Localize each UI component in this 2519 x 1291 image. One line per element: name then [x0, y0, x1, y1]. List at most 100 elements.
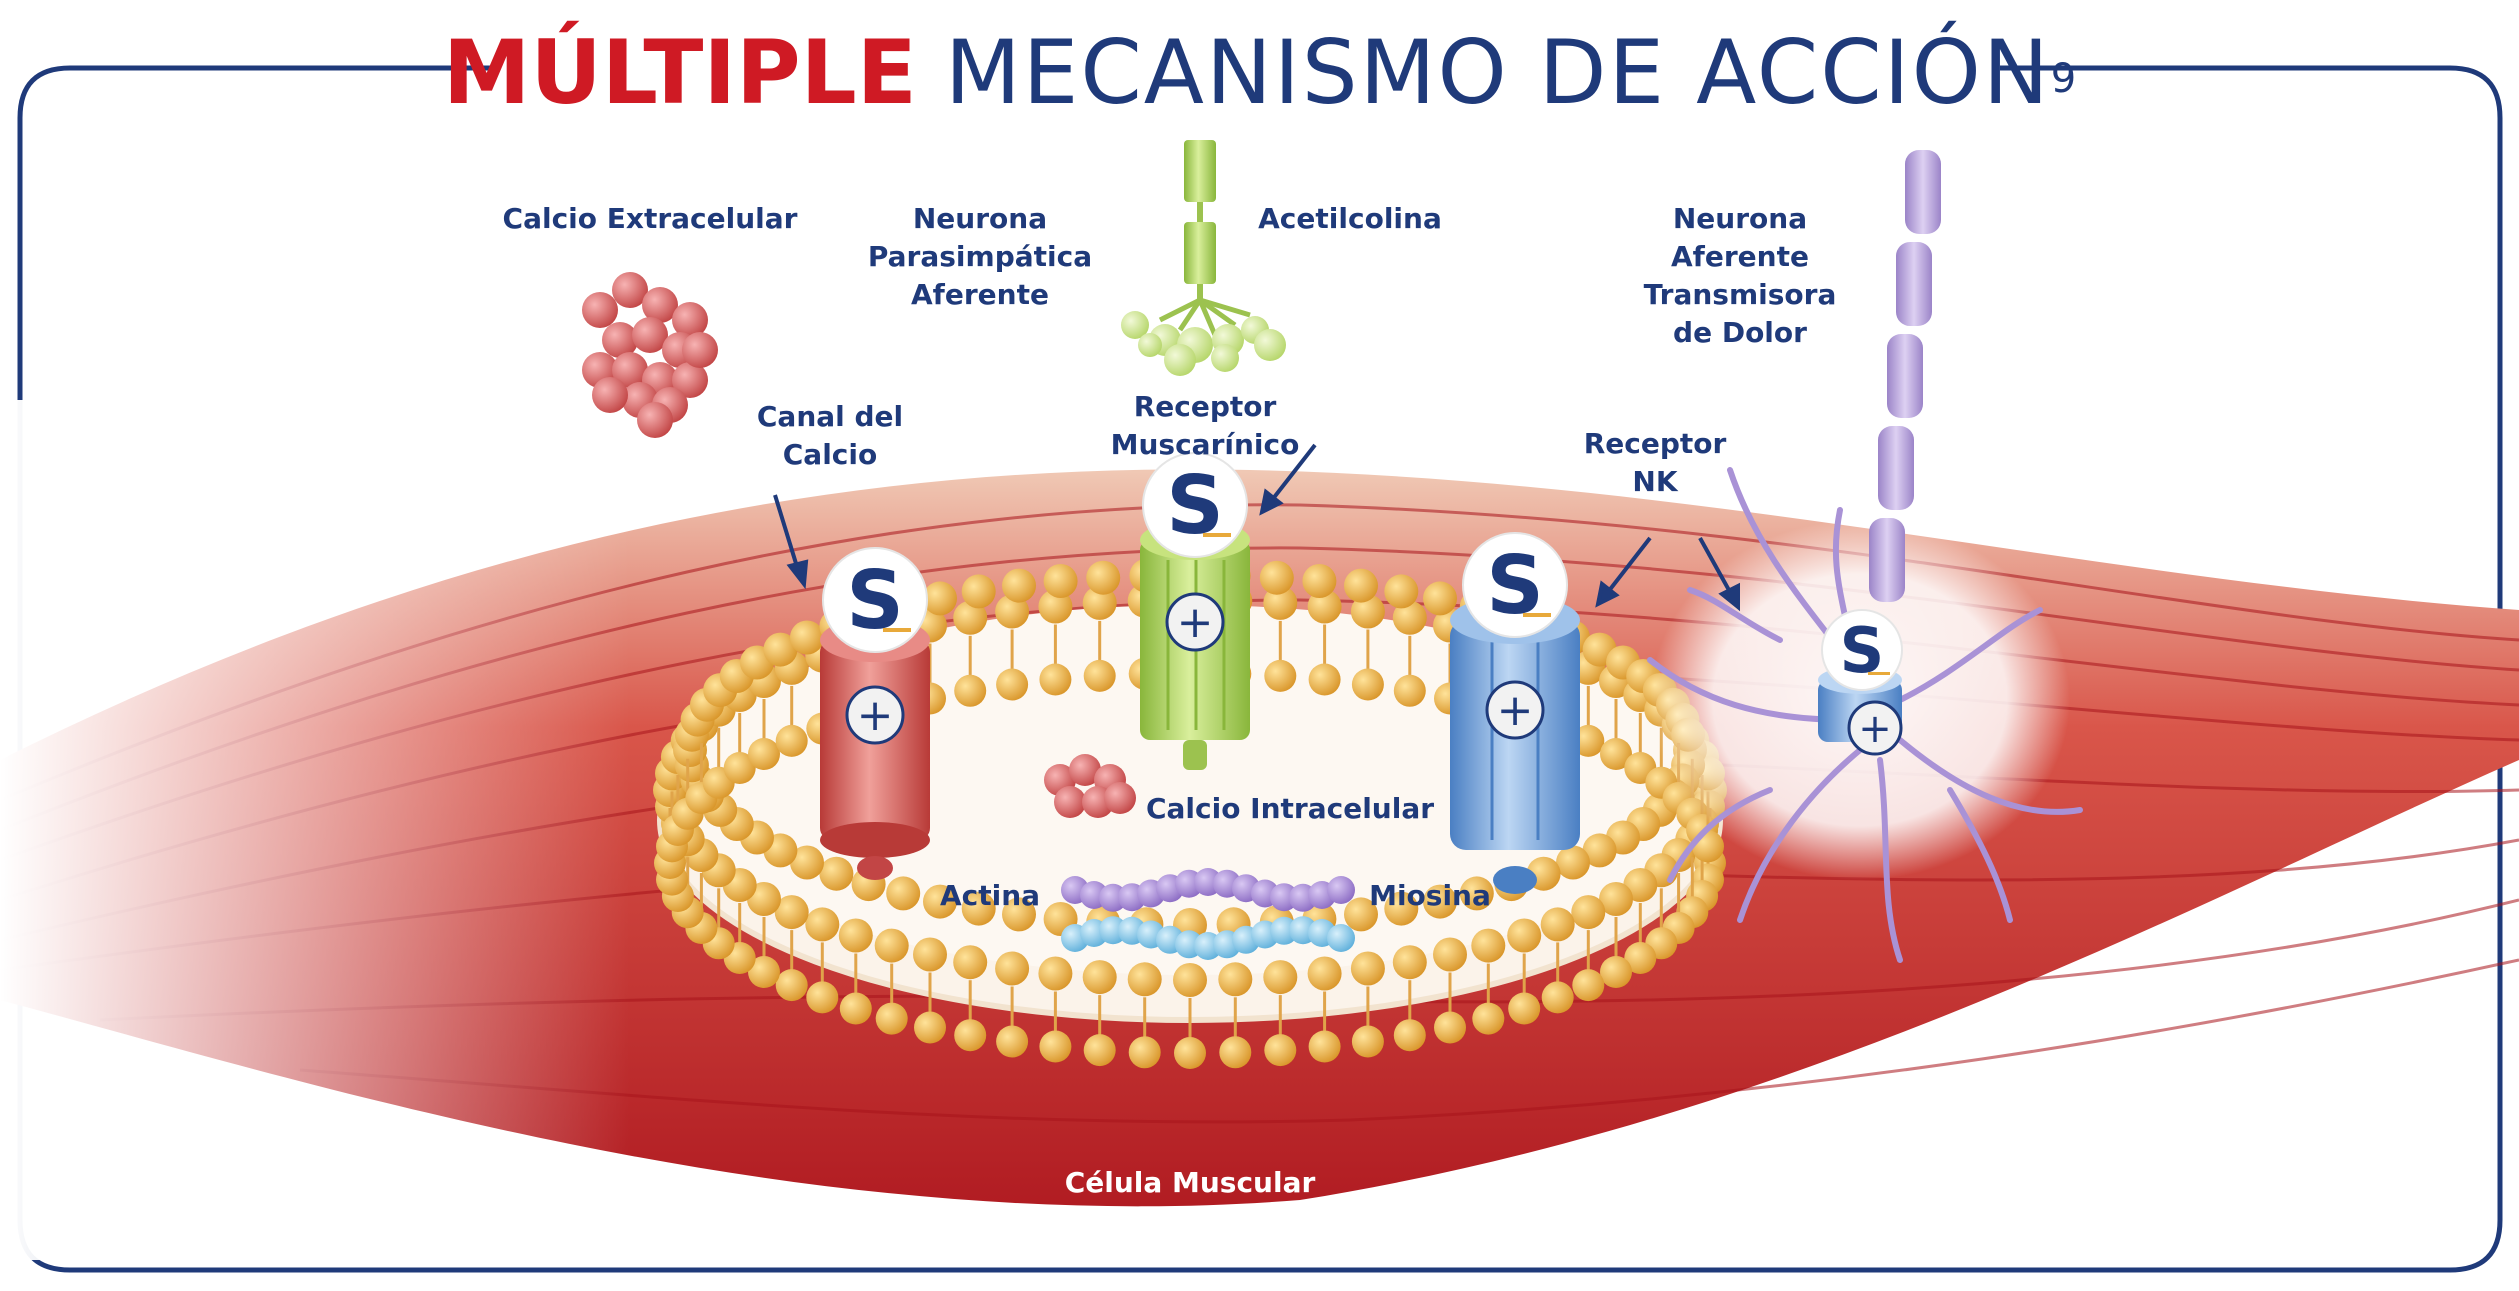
plus-badge-neuron: + — [1847, 700, 1903, 756]
frame-border — [17, 65, 2503, 1273]
arrow-canal-calcio — [773, 494, 809, 590]
calcium-ion — [1054, 786, 1086, 818]
membrane-lipid-head — [886, 876, 921, 911]
membrane-lipid-head — [996, 1025, 1029, 1058]
calcium-ion — [602, 322, 638, 358]
calcium-ion — [642, 287, 678, 323]
membrane-lipid-head — [748, 738, 780, 770]
membrane-lipid-head — [953, 945, 988, 980]
s-badge-muscarinic: S — [1142, 452, 1248, 558]
calcium-ion — [637, 402, 673, 438]
s-badge-letter: S — [1840, 614, 1885, 687]
calcium-channel — [820, 618, 930, 880]
label-miosina: Miosina — [1369, 879, 1491, 912]
membrane-lipid-head — [1556, 845, 1590, 880]
membrane-lipid-head — [1350, 594, 1385, 629]
acetylcholine-bead — [1211, 344, 1239, 372]
membrane-lipid-head — [1173, 963, 1207, 997]
calcium-ion — [582, 292, 618, 328]
membrane-lipid-head — [839, 992, 872, 1025]
acetylcholine-bead — [1164, 344, 1196, 376]
membrane-lipid-head — [1083, 1034, 1116, 1067]
membrane-lipid-head — [1393, 1019, 1426, 1052]
membrane-lipid-head — [874, 928, 909, 963]
membrane-lipid-head — [1174, 1037, 1206, 1069]
label-actina: Actina — [939, 879, 1041, 912]
membrane-lipid-head — [1540, 907, 1575, 942]
label-acetilcolina: Acetilcolina — [1258, 202, 1442, 235]
membrane-lipid-head — [1600, 956, 1632, 988]
membrane-lipid-head — [961, 574, 996, 609]
membrane-lipid-head — [1039, 663, 1072, 696]
membrane-lipid-head — [1471, 928, 1506, 963]
membrane-lipid-head — [1600, 738, 1632, 770]
membrane-lipid-head — [1433, 937, 1467, 972]
membrane-lipid-head — [923, 884, 957, 919]
membrane-lipid-head — [1572, 724, 1605, 757]
label-canal-calcio: Canal del Calcio — [756, 400, 904, 471]
axon-segment — [1896, 242, 1932, 326]
title-rest: MECANISMO DE ACCIÓN — [944, 21, 2051, 124]
myosin-bead — [1327, 876, 1355, 904]
membrane-lipid-head — [1434, 1011, 1466, 1044]
membrane-lipid-head — [1392, 600, 1427, 635]
membrane-lipid-head — [1002, 897, 1036, 932]
s-badge-neuron: S — [1821, 609, 1903, 691]
membrane-lipid-head — [806, 981, 839, 1014]
membrane-lipid-head — [1344, 568, 1378, 603]
plus-sign: + — [1177, 597, 1214, 648]
membrane-lipid-head — [995, 951, 1030, 986]
membrane-lipid-head — [1264, 659, 1297, 692]
membrane-lipid-head — [1423, 884, 1457, 919]
membrane-lipid-head — [790, 845, 824, 880]
plus-sign: + — [1858, 706, 1892, 752]
membrane-lipid-head — [1218, 962, 1253, 997]
axon-segment — [1887, 334, 1923, 418]
label-celula-muscular: Célula Muscular Lisa — [1064, 1166, 1316, 1237]
membrane-lipid-head — [1302, 564, 1337, 598]
membrane-lipid-head — [775, 724, 808, 757]
membrane-lipid-head — [1308, 1030, 1341, 1063]
axon-segment — [1869, 518, 1905, 602]
membrane-lipid-head — [875, 1002, 908, 1035]
membrane-lipid-head — [1308, 663, 1341, 696]
membrane-lipid-head — [1472, 1002, 1505, 1035]
membrane-lipid-head — [1082, 585, 1117, 620]
label-calcio-intracelular: Calcio Intracelular — [1145, 792, 1435, 825]
membrane-lipid-head — [1351, 668, 1384, 701]
calcium-ion — [632, 317, 668, 353]
membrane-lipid-head — [1038, 589, 1073, 624]
plus-sign: + — [857, 690, 894, 741]
extracellular-calcium-cluster — [582, 272, 718, 438]
label-receptor-nk: Receptor NK — [1583, 427, 1727, 498]
membrane-lipid-head — [1002, 568, 1036, 603]
membrane-lipid-head — [1508, 992, 1541, 1025]
membrane-lipid-head — [1582, 833, 1617, 868]
membrane-lipid-head — [1392, 945, 1427, 980]
membrane-lipid-head — [1692, 830, 1724, 863]
membrane-lipid-head — [805, 907, 840, 942]
acetylcholine-bead — [1138, 333, 1162, 357]
membrane-lipid-head — [1263, 585, 1298, 620]
membrane-lipid-head — [775, 969, 808, 1002]
s-badge-letter: S — [846, 554, 904, 647]
membrane-lipid-head — [923, 581, 957, 616]
membrane-lipid-head — [1038, 956, 1073, 991]
acetylcholine-molecule — [1121, 140, 1286, 376]
membrane-lipid-head — [1264, 1034, 1297, 1067]
membrane-lipid-head — [1599, 882, 1633, 916]
membrane-lipid-head — [723, 752, 756, 784]
membrane-lipid-head — [1344, 897, 1378, 932]
page-title: MÚLTIPLE MECANISMO DE ACCIÓN9 — [0, 18, 2519, 128]
membrane-lipid-head — [1571, 895, 1606, 930]
membrane-lipid-head — [954, 674, 987, 707]
label-receptor-muscarinico: Receptor Muscarínico — [1110, 390, 1300, 461]
membrane-lipid-head — [1507, 918, 1542, 953]
calcium-ion — [1104, 782, 1136, 814]
actin-myosin-filaments — [1061, 868, 1355, 960]
label-neurona-parasimpatica: Neurona Parasimpática Aferente — [867, 202, 1093, 311]
actin-bead — [1327, 924, 1355, 952]
membrane-lipid-head — [953, 600, 988, 635]
membrane-lipid-head — [1128, 1036, 1161, 1069]
membrane-lipid-head — [1307, 589, 1342, 624]
